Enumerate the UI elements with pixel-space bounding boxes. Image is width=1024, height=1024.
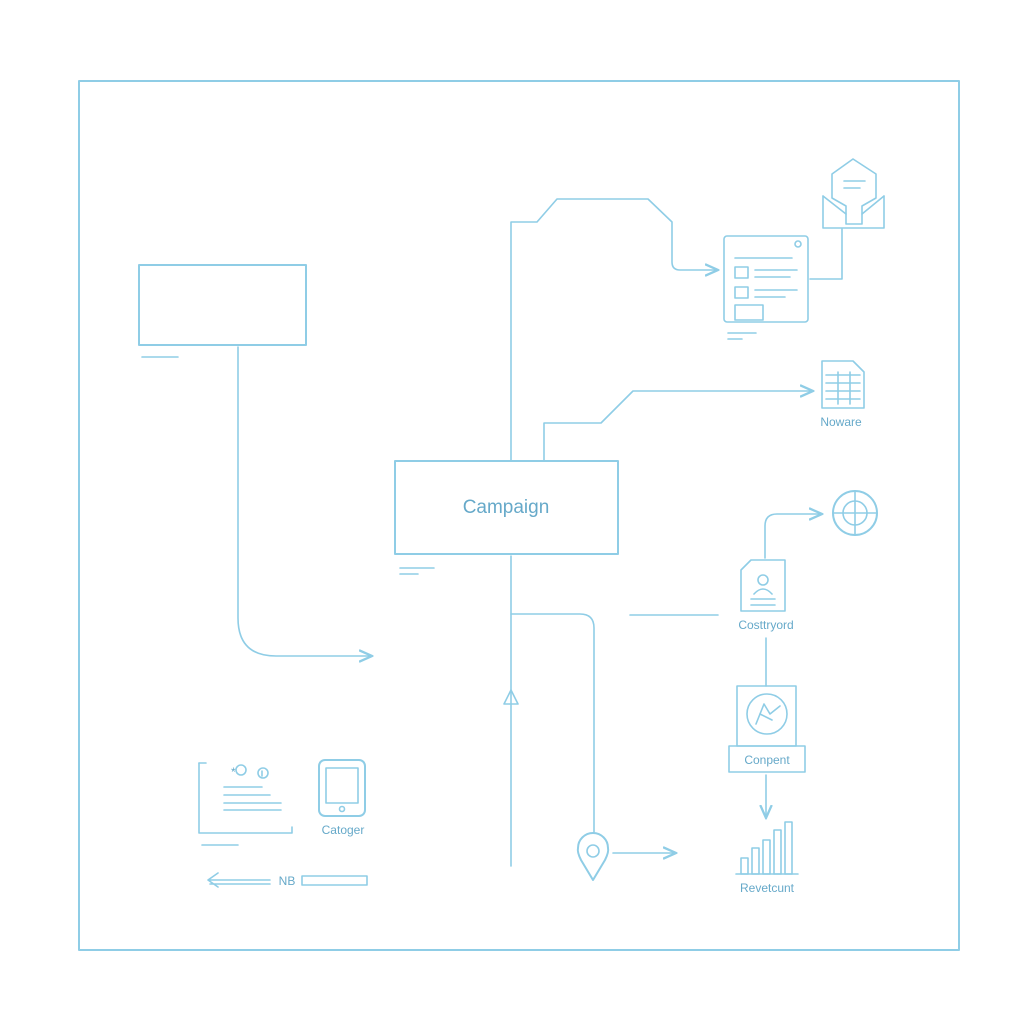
left-node[interactable] [138, 264, 307, 358]
connector-to-location [510, 613, 595, 833]
campaign-label: Campaign [463, 497, 550, 518]
conpent-label-box [728, 745, 806, 773]
profile-document-icon[interactable] [740, 559, 786, 612]
connector-envelope-to-form [809, 228, 843, 280]
svg-text:*: * [231, 765, 236, 779]
bar-chart-icon[interactable] [735, 821, 799, 875]
connector-left-to-center [237, 346, 372, 656]
nb-control[interactable]: NB [207, 872, 368, 888]
nb-label: NB [279, 874, 296, 888]
trunk-up-arrow [503, 689, 519, 705]
noware-label: Noware [820, 415, 862, 429]
globe-icon[interactable] [832, 490, 878, 536]
envelope-icon[interactable] [822, 158, 885, 229]
form-panel-icon[interactable]: * [198, 762, 293, 846]
connector-profile-to-globe [764, 514, 822, 559]
arrow-left-icon [207, 872, 271, 888]
costtryord-label: Costtryord [738, 618, 793, 632]
conpent-label: Conpent [744, 753, 790, 767]
trunk-upper [510, 198, 718, 462]
revetcunt-label: Revetcunt [740, 881, 795, 895]
compass-icon[interactable] [736, 685, 797, 747]
catoger-label: Catoger [322, 823, 365, 837]
location-pin-icon[interactable] [576, 832, 610, 881]
connector-to-spreadsheet [543, 391, 813, 462]
tablet-icon[interactable] [318, 759, 366, 817]
diagram-frame [78, 80, 960, 951]
spreadsheet-icon[interactable] [821, 360, 865, 409]
campaign-node[interactable]: Campaign [394, 460, 619, 575]
web-form-icon[interactable] [723, 235, 809, 340]
